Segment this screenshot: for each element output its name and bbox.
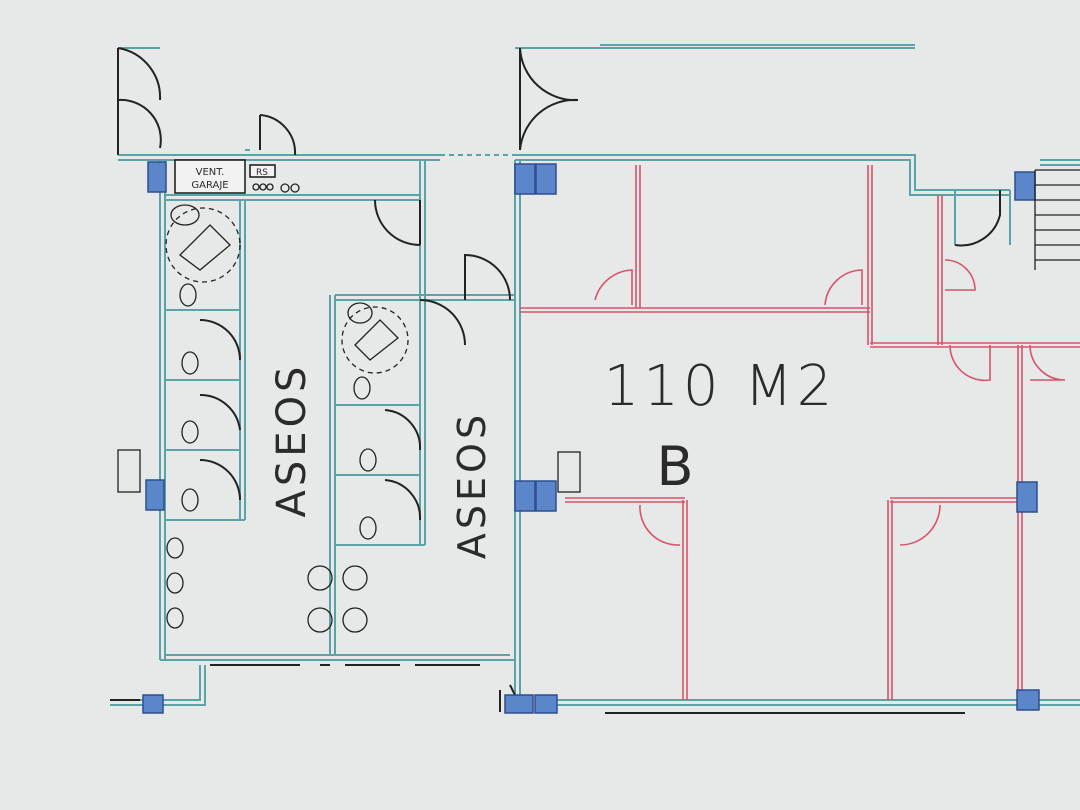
vent-label-line1: VENT. <box>196 167 225 178</box>
column <box>142 694 164 714</box>
restroom-label-right: ASEOS <box>450 411 494 559</box>
vent-garage-box <box>174 159 246 194</box>
column <box>534 694 558 714</box>
unit-label: B <box>656 435 693 498</box>
column <box>535 163 557 195</box>
column <box>1016 481 1038 513</box>
vent-label-line2: GARAJE <box>191 180 228 191</box>
interior-walls <box>165 149 1011 655</box>
column <box>1014 171 1036 201</box>
column <box>504 694 534 714</box>
column <box>145 479 165 511</box>
restroom-label-left: ASEOS <box>269 363 315 518</box>
column <box>514 163 536 195</box>
exterior-walls <box>110 44 1080 714</box>
column <box>147 161 167 193</box>
columns <box>142 161 1040 714</box>
doors <box>117 47 1001 521</box>
fixtures <box>117 159 1080 633</box>
column <box>1016 689 1040 711</box>
column <box>535 480 557 512</box>
rs-label: RS <box>256 168 268 178</box>
area-label: 110 M2 <box>604 354 837 419</box>
column <box>514 480 536 512</box>
red-partitions <box>520 165 1080 700</box>
